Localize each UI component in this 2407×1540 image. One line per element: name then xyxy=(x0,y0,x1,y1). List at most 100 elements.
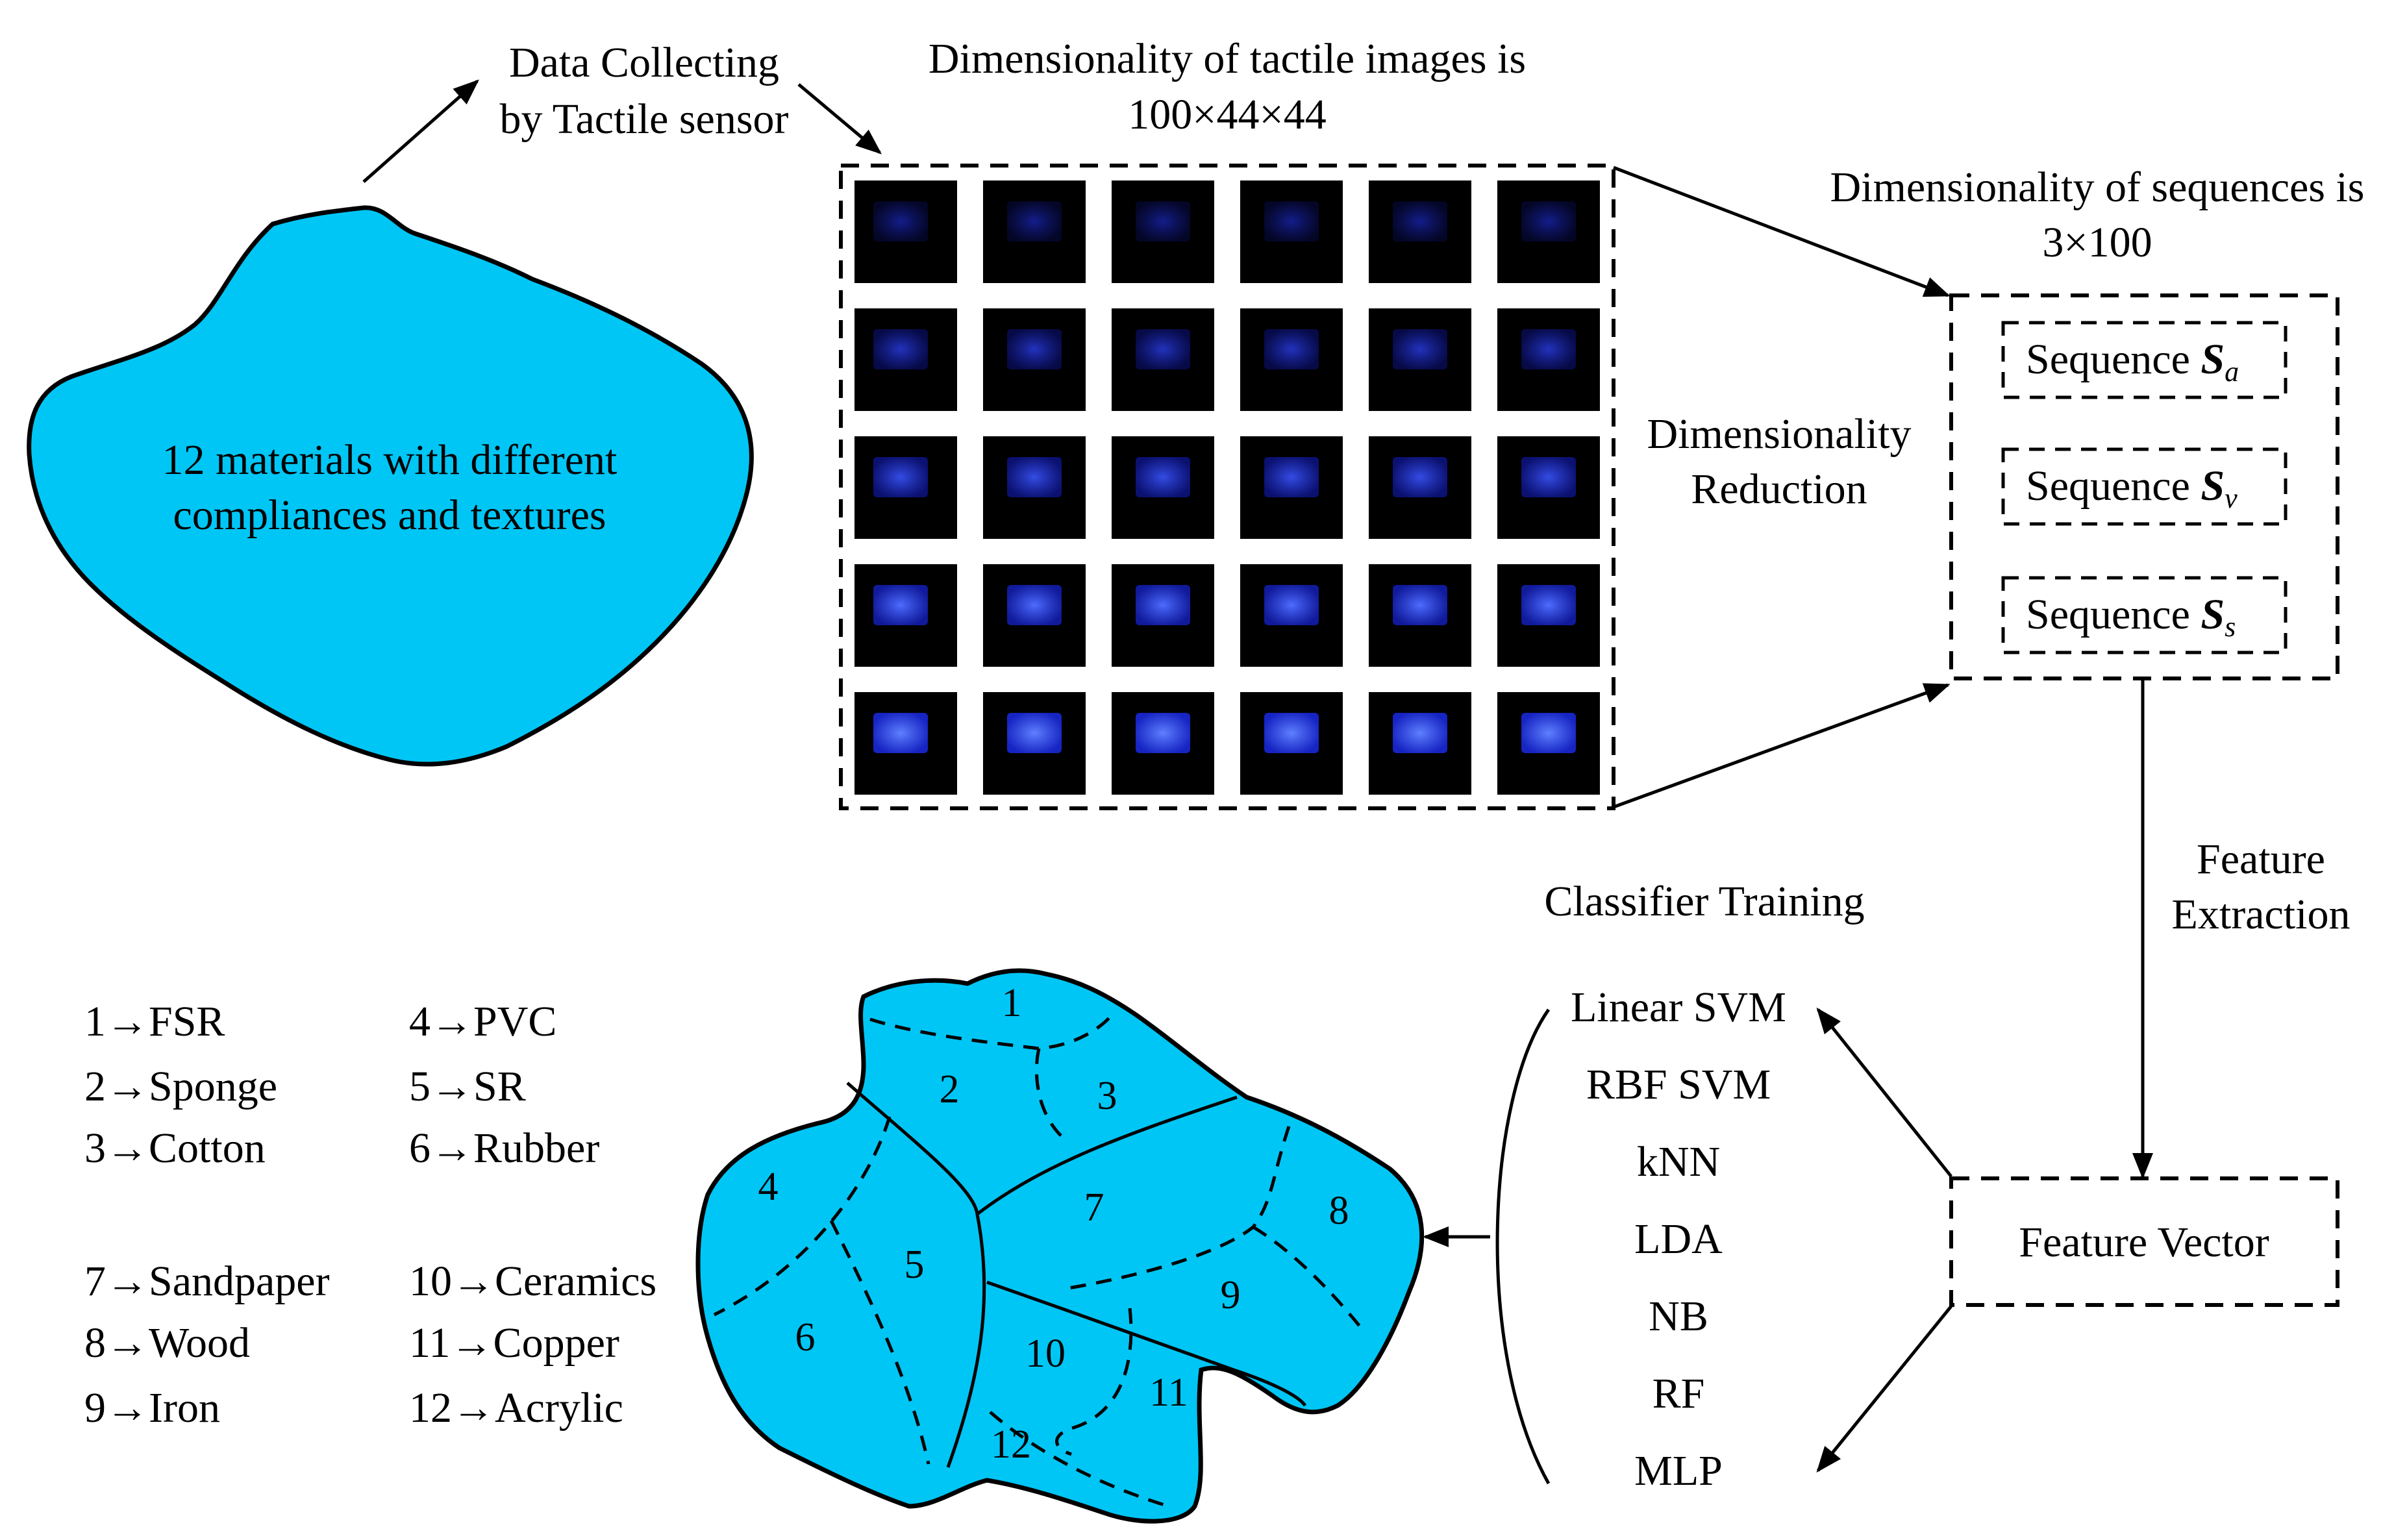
dim-reduction-line1: Dimensionality xyxy=(1647,410,1912,458)
tactile-image-tile xyxy=(983,564,1086,667)
sequence-a-label: Sequence Sa xyxy=(2026,336,2239,388)
region-label: 8 xyxy=(1329,1189,1349,1233)
legend-item: 6→Rubber xyxy=(409,1124,599,1172)
tactile-image-tile xyxy=(1369,692,1471,795)
data-collecting-line2: by Tactile sensor xyxy=(499,95,788,143)
tactile-image-tile xyxy=(983,308,1086,411)
sequences-title-line1: Dimensionality of sequences is xyxy=(1830,164,2364,211)
tactile-image-tile xyxy=(854,180,957,283)
arrow-top-to-sequences xyxy=(1613,166,1951,297)
feature-extraction-line1: Feature xyxy=(2197,836,2325,883)
tactile-image-tile xyxy=(1240,180,1343,283)
tactile-image-tile xyxy=(1112,692,1214,795)
tactile-image-tile xyxy=(1369,436,1471,539)
feature-vector-label: Feature Vector xyxy=(2019,1219,2269,1266)
tactile-image-tile xyxy=(1497,180,1600,283)
legend-item: 11→Copper xyxy=(409,1319,619,1367)
sequence-s-label: Sequence Ss xyxy=(2026,591,2236,643)
tactile-image-tile xyxy=(983,180,1086,283)
legend-item: 10→Ceramics xyxy=(409,1258,656,1305)
sequence-v-label: Sequence Sv xyxy=(2026,462,2238,514)
tactile-image-tile xyxy=(983,436,1086,539)
arrow-feature-to-classifiers-top xyxy=(1816,1007,1952,1178)
legend-item: 5→SR xyxy=(409,1063,526,1110)
tactile-images-title-line1: Dimensionality of tactile images is xyxy=(929,35,1526,82)
legend-item: 12→Acrylic xyxy=(409,1384,623,1432)
legend-item: 1→FSR xyxy=(84,998,225,1045)
arrow-to-tactile-images xyxy=(797,83,882,155)
legend-item: 8→Wood xyxy=(84,1319,250,1367)
tactile-image-tile xyxy=(1369,180,1471,283)
feature-vector-box xyxy=(1949,1176,2339,1307)
legend-item: 2→Sponge xyxy=(84,1063,277,1110)
legend-item: 3→Cotton xyxy=(84,1124,266,1172)
tactile-image-tile xyxy=(1240,564,1343,667)
arrow-feature-to-classifiers-bottom xyxy=(1816,1305,1952,1473)
classifier-item: RF xyxy=(1652,1370,1705,1417)
classifier-training-title: Classifier Training xyxy=(1544,878,1864,925)
classifier-item: MLP xyxy=(1634,1447,1723,1495)
tactile-image-tile xyxy=(1112,308,1214,411)
region-label: 5 xyxy=(904,1243,925,1287)
arrow-to-data-collecting xyxy=(362,79,479,183)
source-material-blob: 12 materials with different compliances … xyxy=(27,205,754,767)
sequence-v: Sequence Sv xyxy=(2001,447,2288,526)
tactile-image-tile xyxy=(854,692,957,795)
region-label: 10 xyxy=(1025,1332,1066,1376)
tactile-image-tile xyxy=(1240,692,1343,795)
tactile-image-tile xyxy=(1240,308,1343,411)
tactile-image-tile xyxy=(854,564,957,667)
sequence-a: Sequence Sa xyxy=(2001,321,2288,399)
source-blob-label-line2: compliances and textures xyxy=(173,491,606,539)
classifier-item: kNN xyxy=(1637,1138,1720,1186)
data-collecting-line1: Data Collecting xyxy=(509,39,779,86)
tactile-image-grid xyxy=(854,180,1600,795)
tactile-image-tile xyxy=(1497,436,1600,539)
region-label: 11 xyxy=(1149,1371,1188,1415)
tactile-image-tile xyxy=(1240,436,1343,539)
sequence-a-box xyxy=(2001,321,2288,399)
tactile-image-tile xyxy=(1497,692,1600,795)
sequence-s: Sequence Ss xyxy=(2001,576,2288,654)
classifier-item: RBF SVM xyxy=(1586,1061,1771,1108)
arrow-bottom-to-sequences xyxy=(1613,683,1951,809)
region-label: 6 xyxy=(795,1315,816,1360)
tactile-images-title-line2: 100×44×44 xyxy=(1128,91,1326,138)
classifier-item: Linear SVM xyxy=(1571,984,1786,1031)
legend-item: 7→Sandpaper xyxy=(84,1258,330,1305)
sequences-title-line2: 3×100 xyxy=(2042,219,2152,266)
tactile-image-tile xyxy=(1112,180,1214,283)
tactile-image-tile xyxy=(1369,308,1471,411)
region-label: 3 xyxy=(1097,1074,1117,1118)
classifier-item: LDA xyxy=(1634,1215,1723,1263)
material-legend: 1→FSR 2→Sponge 3→Cotton 7→Sandpaper 8→Wood 9→… xyxy=(84,998,656,1432)
tactile-image-tile xyxy=(983,692,1086,795)
region-label: 9 xyxy=(1221,1273,1241,1317)
region-label: 12 xyxy=(991,1422,1031,1467)
dim-reduction-line2: Reduction xyxy=(1691,466,1867,513)
region-label: 7 xyxy=(1084,1186,1104,1230)
classifier-list: Linear SVM RBF SVM kNN LDA NB RF MLP xyxy=(1571,984,1786,1495)
sequence-v-box xyxy=(2001,447,2288,526)
tactile-image-tile xyxy=(854,436,957,539)
region-label: 1 xyxy=(1002,981,1022,1025)
tactile-image-tile xyxy=(854,308,957,411)
tactile-image-tile xyxy=(1112,436,1214,539)
legend-item: 4→PVC xyxy=(409,998,556,1045)
legend-item: 9→Iron xyxy=(84,1384,220,1432)
region-label: 2 xyxy=(940,1067,960,1112)
tactile-image-tile xyxy=(1112,564,1214,667)
classifier-bracket xyxy=(1495,1008,1551,1485)
tactile-image-tile xyxy=(1369,564,1471,667)
source-blob-label-line1: 12 materials with different xyxy=(162,436,617,484)
tactile-images-frame xyxy=(839,164,1615,810)
sequence-s-box xyxy=(2001,576,2288,654)
region-label: 4 xyxy=(758,1165,779,1209)
classifier-item: NB xyxy=(1649,1293,1708,1340)
feature-extraction-line2: Extraction xyxy=(2172,891,2351,938)
tactile-image-tile xyxy=(1497,564,1600,667)
tactile-image-tile xyxy=(1497,308,1600,411)
